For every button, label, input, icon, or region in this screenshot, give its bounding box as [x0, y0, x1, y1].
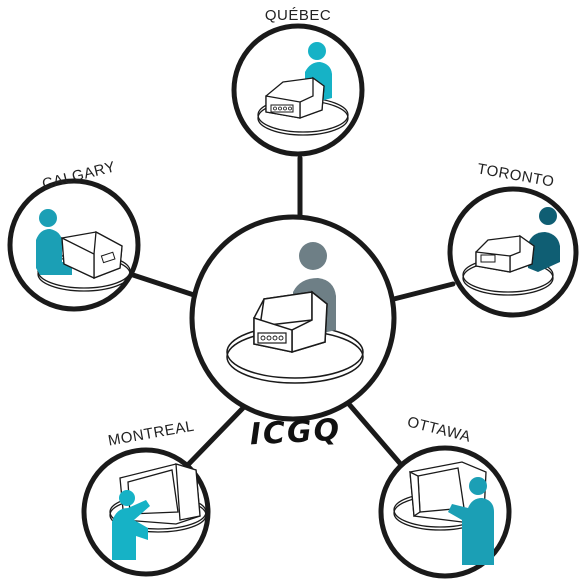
connector-ottawa: [345, 400, 407, 471]
node-calgary: CALGARY: [7, 158, 141, 312]
node-ottawa: OTTAWA: [378, 414, 512, 579]
node-toronto: TORONTO: [447, 160, 579, 318]
person-at-terminal-icon: [462, 207, 560, 296]
person-at-terminal-icon: [36, 209, 131, 292]
person-carrying-monitor-icon: [109, 463, 207, 560]
connector-calgary: [127, 271, 200, 299]
connector-toronto: [383, 281, 456, 304]
node-label-quebec: QUÉBEC: [265, 7, 331, 24]
node-label-toronto: TORONTO: [476, 160, 556, 190]
hub-node: [189, 214, 397, 422]
hub-label: ICGQ: [249, 413, 342, 453]
node-montreal: MONTREAL: [81, 418, 211, 577]
node-label-ottawa: OTTAWA: [406, 414, 473, 446]
node-label-montreal: MONTREAL: [107, 418, 196, 450]
person-carrying-monitor-icon: [393, 461, 494, 565]
connector-montreal: [177, 405, 246, 476]
node-quebec: QUÉBEC: [231, 7, 365, 157]
person-at-terminal-icon: [257, 42, 349, 136]
person-at-terminal-icon: [226, 242, 364, 384]
